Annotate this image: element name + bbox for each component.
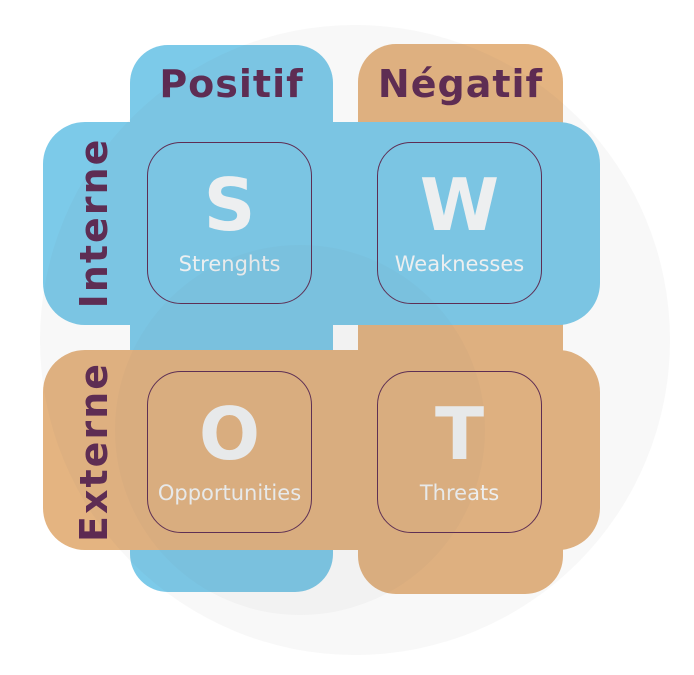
- opportunities-label: Opportunities: [157, 481, 302, 506]
- strengths-label: Strenghts: [178, 252, 281, 277]
- weaknesses-label: Weaknesses: [394, 252, 525, 277]
- externe-row-band: [43, 350, 600, 550]
- axis-label-positif: Positif: [159, 62, 304, 106]
- strengths-letter: S: [203, 163, 256, 248]
- quadrant-weaknesses: W Weaknesses: [377, 142, 542, 304]
- quadrant-opportunities: O Opportunities: [147, 371, 312, 533]
- quadrant-threats: T Threats: [377, 371, 542, 533]
- axis-label-externe: Externe: [72, 362, 116, 542]
- quadrant-strengths: S Strenghts: [147, 142, 312, 304]
- threats-label: Threats: [419, 481, 500, 506]
- axis-label-negatif: Négatif: [377, 62, 544, 106]
- weaknesses-letter: W: [419, 163, 500, 248]
- opportunities-letter: O: [198, 392, 261, 477]
- interne-row-band: [43, 122, 600, 325]
- axis-label-interne: Interne: [72, 137, 116, 309]
- threats-letter: T: [434, 392, 485, 477]
